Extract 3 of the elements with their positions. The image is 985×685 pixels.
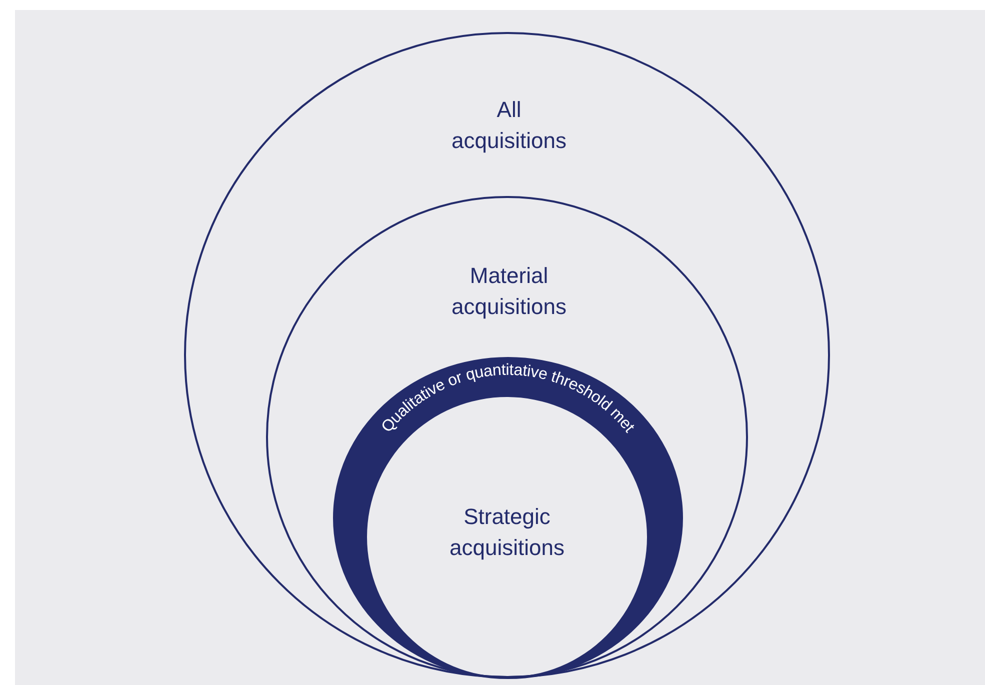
set-label: All acquisitions [450,96,568,155]
set-label: Material acquisitions [450,262,568,321]
set-label: Strategic acquisitions [448,503,566,562]
